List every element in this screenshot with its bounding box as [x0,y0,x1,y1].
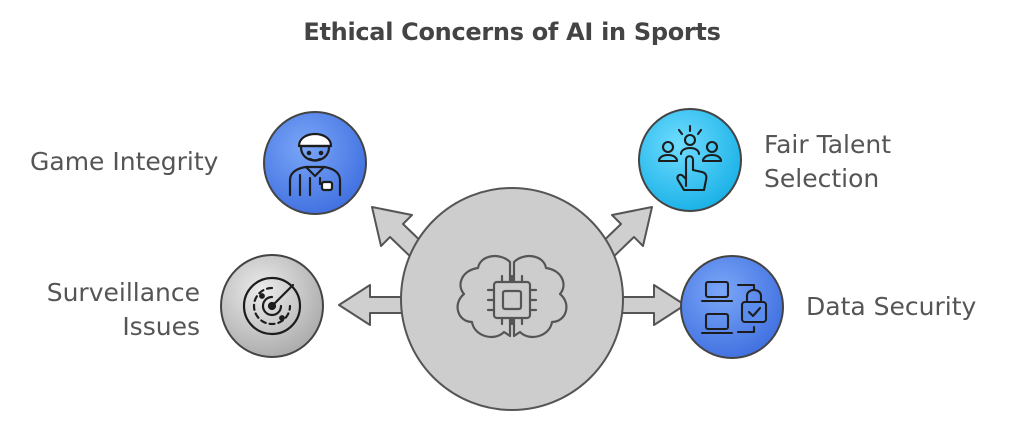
diagram-title: Ethical Concerns of AI in Sports [303,18,721,46]
talent-selection-icon [657,124,723,192]
label-surveillance-issues: Surveillance Issues [46,278,200,341]
brain-chip-icon [456,254,568,339]
node-data-security [680,255,784,359]
central-hub [400,187,624,411]
label-data-security: Data Security [806,292,977,321]
laptop-lock-icon [700,280,768,335]
node-fair-talent-selection [638,108,742,212]
node-surveillance-issues [220,254,324,358]
node-game-integrity [263,111,367,215]
label-game-integrity: Game Integrity [30,147,219,176]
radar-icon [242,276,302,336]
label-fair-talent-selection: Fair Talent Selection [764,130,892,193]
referee-icon [288,132,342,197]
